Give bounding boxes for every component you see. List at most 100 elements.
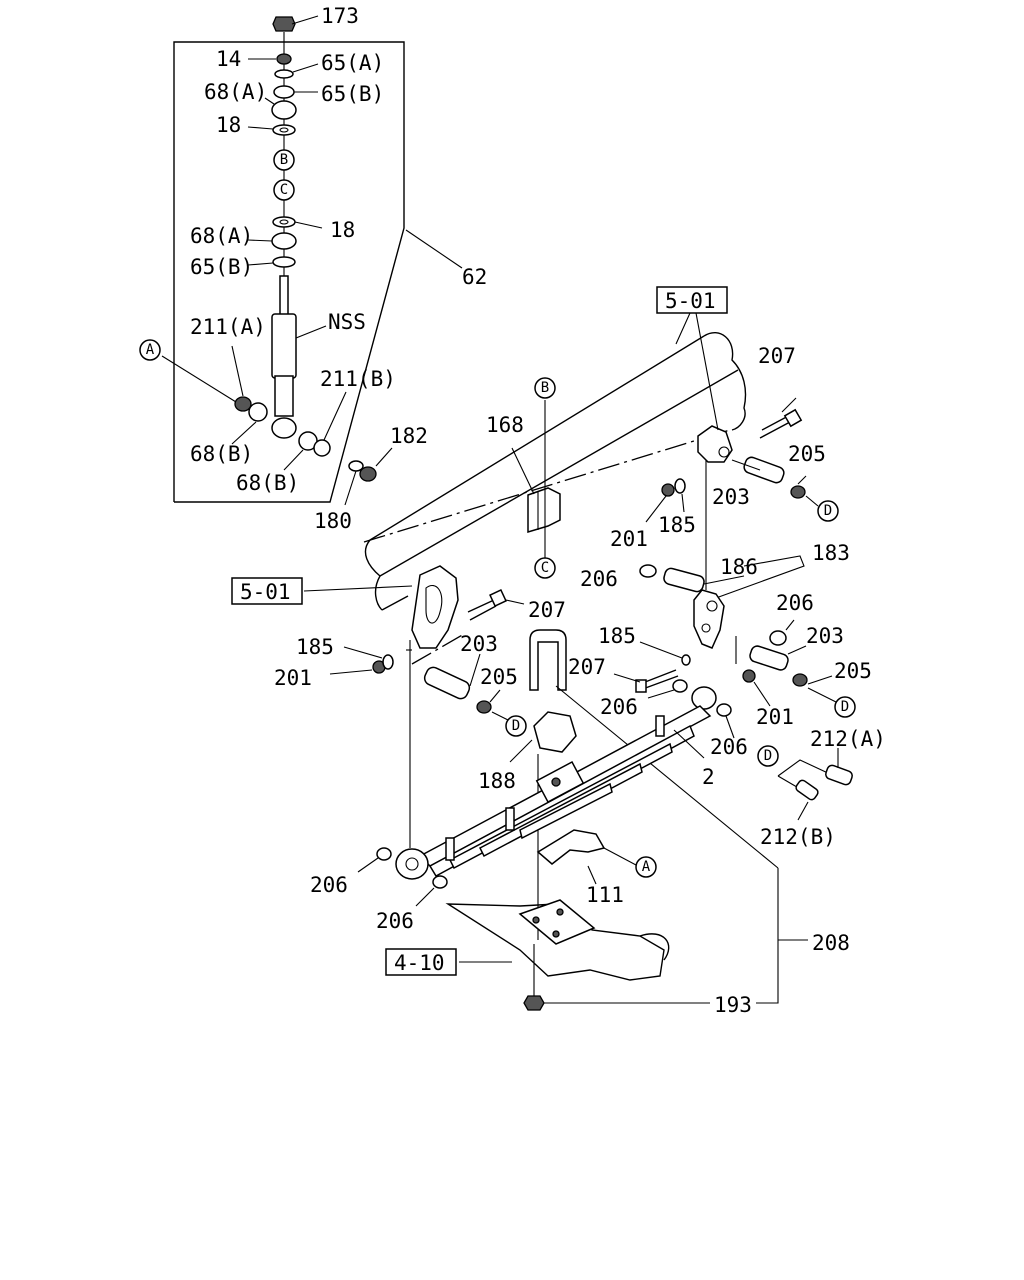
spring-eye-rear — [691, 686, 717, 710]
bushing-68a-top — [273, 85, 295, 99]
label-206-f: 206 — [376, 909, 414, 933]
label-206-d: 206 — [710, 735, 748, 759]
ref-circle-d3-label: D — [512, 718, 520, 734]
washer-211b — [313, 439, 331, 457]
ref-circle-d4-label: D — [764, 748, 772, 764]
spring-clip-1 — [445, 837, 455, 861]
washer-206-c — [672, 679, 688, 693]
ref-box-4-10: 4-10 — [385, 948, 457, 976]
label-68b-right: 68(B) — [236, 471, 299, 495]
frame-rail — [363, 332, 747, 611]
bushing-68a-mid — [271, 232, 297, 250]
ref-circle-c1-label: C — [280, 182, 288, 198]
bolt-207-top — [783, 408, 803, 428]
bushing-186 — [663, 567, 705, 593]
label-185-left: 185 — [296, 635, 334, 659]
label-212a: 212(A) — [810, 727, 886, 751]
label-68b-left: 68(B) — [190, 442, 253, 466]
washer-180 — [348, 460, 364, 472]
label-211b: 211(B) — [320, 367, 396, 391]
shackle-183-group: D — [639, 555, 856, 718]
spring-eye-front — [395, 848, 429, 880]
ref-circle-d1 — [817, 500, 839, 522]
label-211a: 211(A) — [190, 315, 266, 339]
nut-173 — [272, 16, 296, 32]
rear-bracket — [697, 425, 733, 463]
label-206-e: 206 — [310, 873, 348, 897]
label-nss: NSS — [328, 310, 366, 334]
pin-203-right — [749, 645, 789, 671]
label-201-top: 201 — [610, 527, 648, 551]
bracket-111: A — [536, 829, 657, 885]
ref-circle-d4 — [757, 745, 779, 767]
rear-hanger-group: D — [645, 397, 839, 590]
nut-201-top — [661, 483, 675, 497]
label-203-top: 203 — [712, 485, 750, 509]
spring-clip-2 — [505, 807, 515, 831]
label-182: 182 — [390, 424, 428, 448]
ref-circle-d1-label: D — [824, 503, 832, 519]
ref-circle-b2-label: B — [541, 380, 549, 396]
ref-box-5-01-left: 5-01 — [231, 577, 303, 605]
ref-circle-d2-label: D — [841, 699, 849, 715]
u-bolt-208 — [529, 629, 808, 1004]
fitting-212a — [825, 764, 853, 786]
label-203-right: 203 — [806, 624, 844, 648]
ref-circle-a1 — [139, 339, 161, 361]
label-18-mid: 18 — [330, 218, 355, 242]
label-18-top: 18 — [216, 113, 241, 137]
label-183: 183 — [812, 541, 850, 565]
front-bracket — [411, 565, 459, 649]
shackle — [693, 589, 725, 649]
bracket-168: B C — [511, 377, 561, 579]
label-2: 2 — [702, 765, 715, 789]
label-206-b: 206 — [776, 591, 814, 615]
shock-body-lower — [274, 375, 294, 417]
nut-182 — [359, 466, 377, 482]
label-205-left: 205 — [480, 665, 518, 689]
ref-circle-d3 — [505, 715, 527, 737]
label-185-top: 185 — [658, 513, 696, 537]
label-206-c: 206 — [600, 695, 638, 719]
label-193: 193 — [714, 993, 752, 1017]
washer-185-left — [382, 654, 394, 670]
ref-circle-a1-label: A — [146, 342, 155, 358]
washer-65b-top — [271, 100, 297, 120]
ref-circle-c2 — [534, 557, 556, 579]
shock-eye — [271, 417, 297, 439]
washer-206-a — [639, 564, 657, 578]
shock-rod — [279, 275, 289, 317]
ref-circle-b1 — [273, 149, 295, 171]
ref-circle-c2-label: C — [541, 560, 549, 576]
nut-193 — [523, 995, 545, 1011]
part-labels: 173 14 65(A) 68(A) 65(B) 18 18 68(A) 65(… — [190, 4, 886, 1017]
spring-right-parts — [613, 641, 735, 739]
washer-185-mid — [681, 654, 691, 666]
ref-box-5-01-top: 5-01 — [656, 286, 728, 314]
pin-203-left — [423, 666, 471, 700]
label-207-top: 207 — [758, 344, 796, 368]
label-68a-mid: 68(A) — [190, 224, 253, 248]
ref-5-01-left-label: 5-01 — [240, 580, 291, 604]
washer-211a — [234, 396, 252, 412]
fitting-212b — [795, 779, 819, 801]
washer-206-e — [376, 847, 392, 861]
label-173: 173 — [321, 4, 359, 28]
washer-206-b — [769, 630, 787, 646]
leaf-spring-2 — [357, 705, 712, 907]
label-65b-mid: 65(B) — [190, 255, 253, 279]
ref-circle-b2 — [534, 377, 556, 399]
washer-206-f — [432, 875, 448, 889]
label-207-mid: 207 — [528, 598, 566, 622]
washer-185-top — [674, 478, 686, 494]
label-208: 208 — [812, 931, 850, 955]
axle-seat-plate — [518, 899, 596, 945]
bolt-207-mid — [489, 589, 507, 607]
label-205-top: 205 — [788, 442, 826, 466]
nut-201-right — [742, 669, 756, 683]
label-65b-top: 65(B) — [321, 82, 384, 106]
washer-65a — [274, 69, 294, 79]
bolt-207-right — [635, 679, 647, 693]
label-201-left: 201 — [274, 666, 312, 690]
